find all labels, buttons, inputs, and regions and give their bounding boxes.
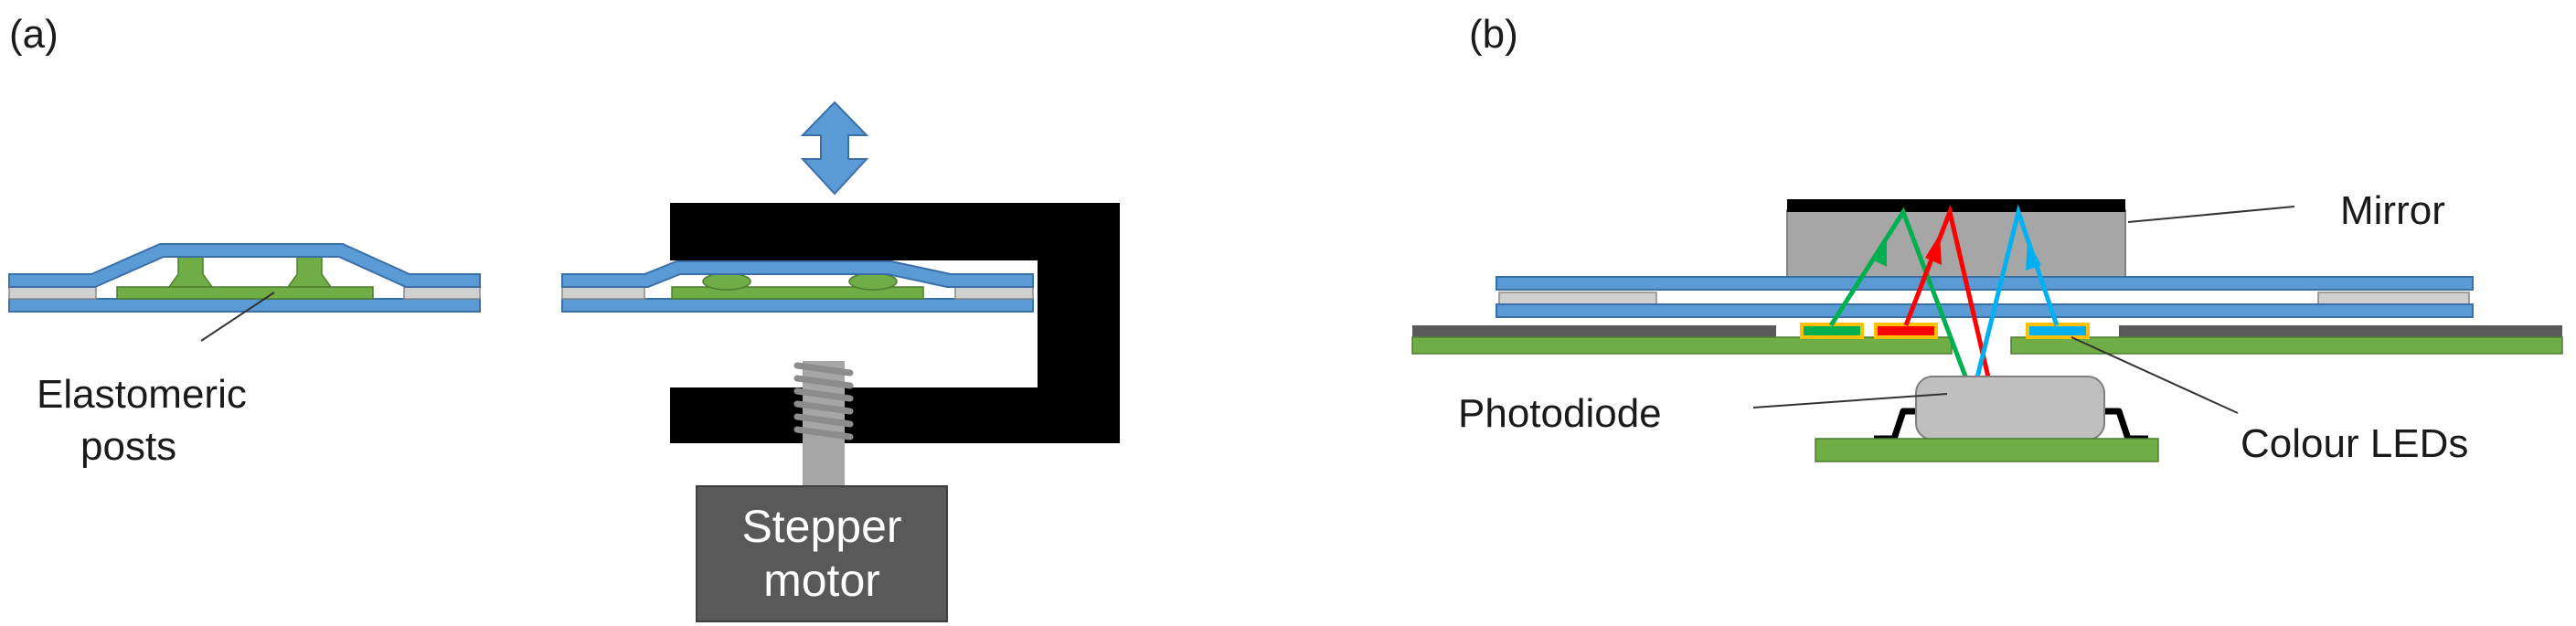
stepper-motor [696,485,948,622]
elastomeric-label-line2: posts [80,424,176,469]
mirror-label: Mirror [2340,188,2445,233]
spacer-right-b [2317,292,2470,305]
elastomeric-leader-line [200,292,275,342]
panel-a-label: (a) [9,12,59,57]
panel-b-label: (b) [1469,12,1518,57]
c-clamp [670,203,1120,443]
spacer-left [8,286,97,300]
photodiode-body [1915,376,2105,440]
leds-leader-line [2070,336,2239,414]
compressed-post-right [848,272,898,291]
spacer-left-compressed [561,286,645,300]
photodiode-board [1815,438,2159,462]
elastomeric-label-line1: Elastomeric [37,372,247,417]
led-blue [2026,323,2090,339]
board-green-left [1411,336,1953,355]
sensor-relaxed: Elastomeric posts [8,243,481,469]
bottom-membrane-compressed [561,298,1034,313]
elastomeric-post-right [286,253,333,288]
top-membrane-b [1496,276,2474,291]
post-base [116,286,374,300]
mirror-leader-line [2127,206,2295,223]
ray-green [1828,207,1970,382]
bottom-membrane-b [1496,303,2474,318]
bottom-membrane [8,298,481,313]
top-membrane [8,243,481,288]
spacer-left-b [1498,292,1657,305]
led-red [1874,323,1938,339]
led-green [1800,323,1864,339]
arrowhead-blue [2026,239,2041,271]
spacer-right [403,286,481,300]
light-rays [1828,204,2060,382]
up-down-arrow-icon [800,101,869,196]
board-dark-left [1412,325,1776,337]
lead-screw [793,361,854,486]
ray-red [1903,204,1992,382]
motor-label-line2: motor [763,555,880,606]
ray-blue [1974,204,2060,382]
arrowhead-red [1925,234,1942,265]
arrowhead-green [1872,236,1887,267]
board-green-right [2010,336,2563,355]
compressed-post-left [702,272,751,291]
photodiode-leader-line [1752,393,1948,408]
photodiode-label: Photodiode [1458,391,1662,436]
board-dark-right [2119,325,2562,337]
motor-label-line1: Stepper [741,501,901,552]
mirror-surface [1787,199,2125,212]
spacer-right-compressed [954,286,1034,300]
sensor-compressed [561,260,1034,313]
leds-label: Colour LEDs [2241,421,2468,466]
top-membrane-compressed [561,260,1034,288]
elastomeric-post-left [167,253,214,288]
